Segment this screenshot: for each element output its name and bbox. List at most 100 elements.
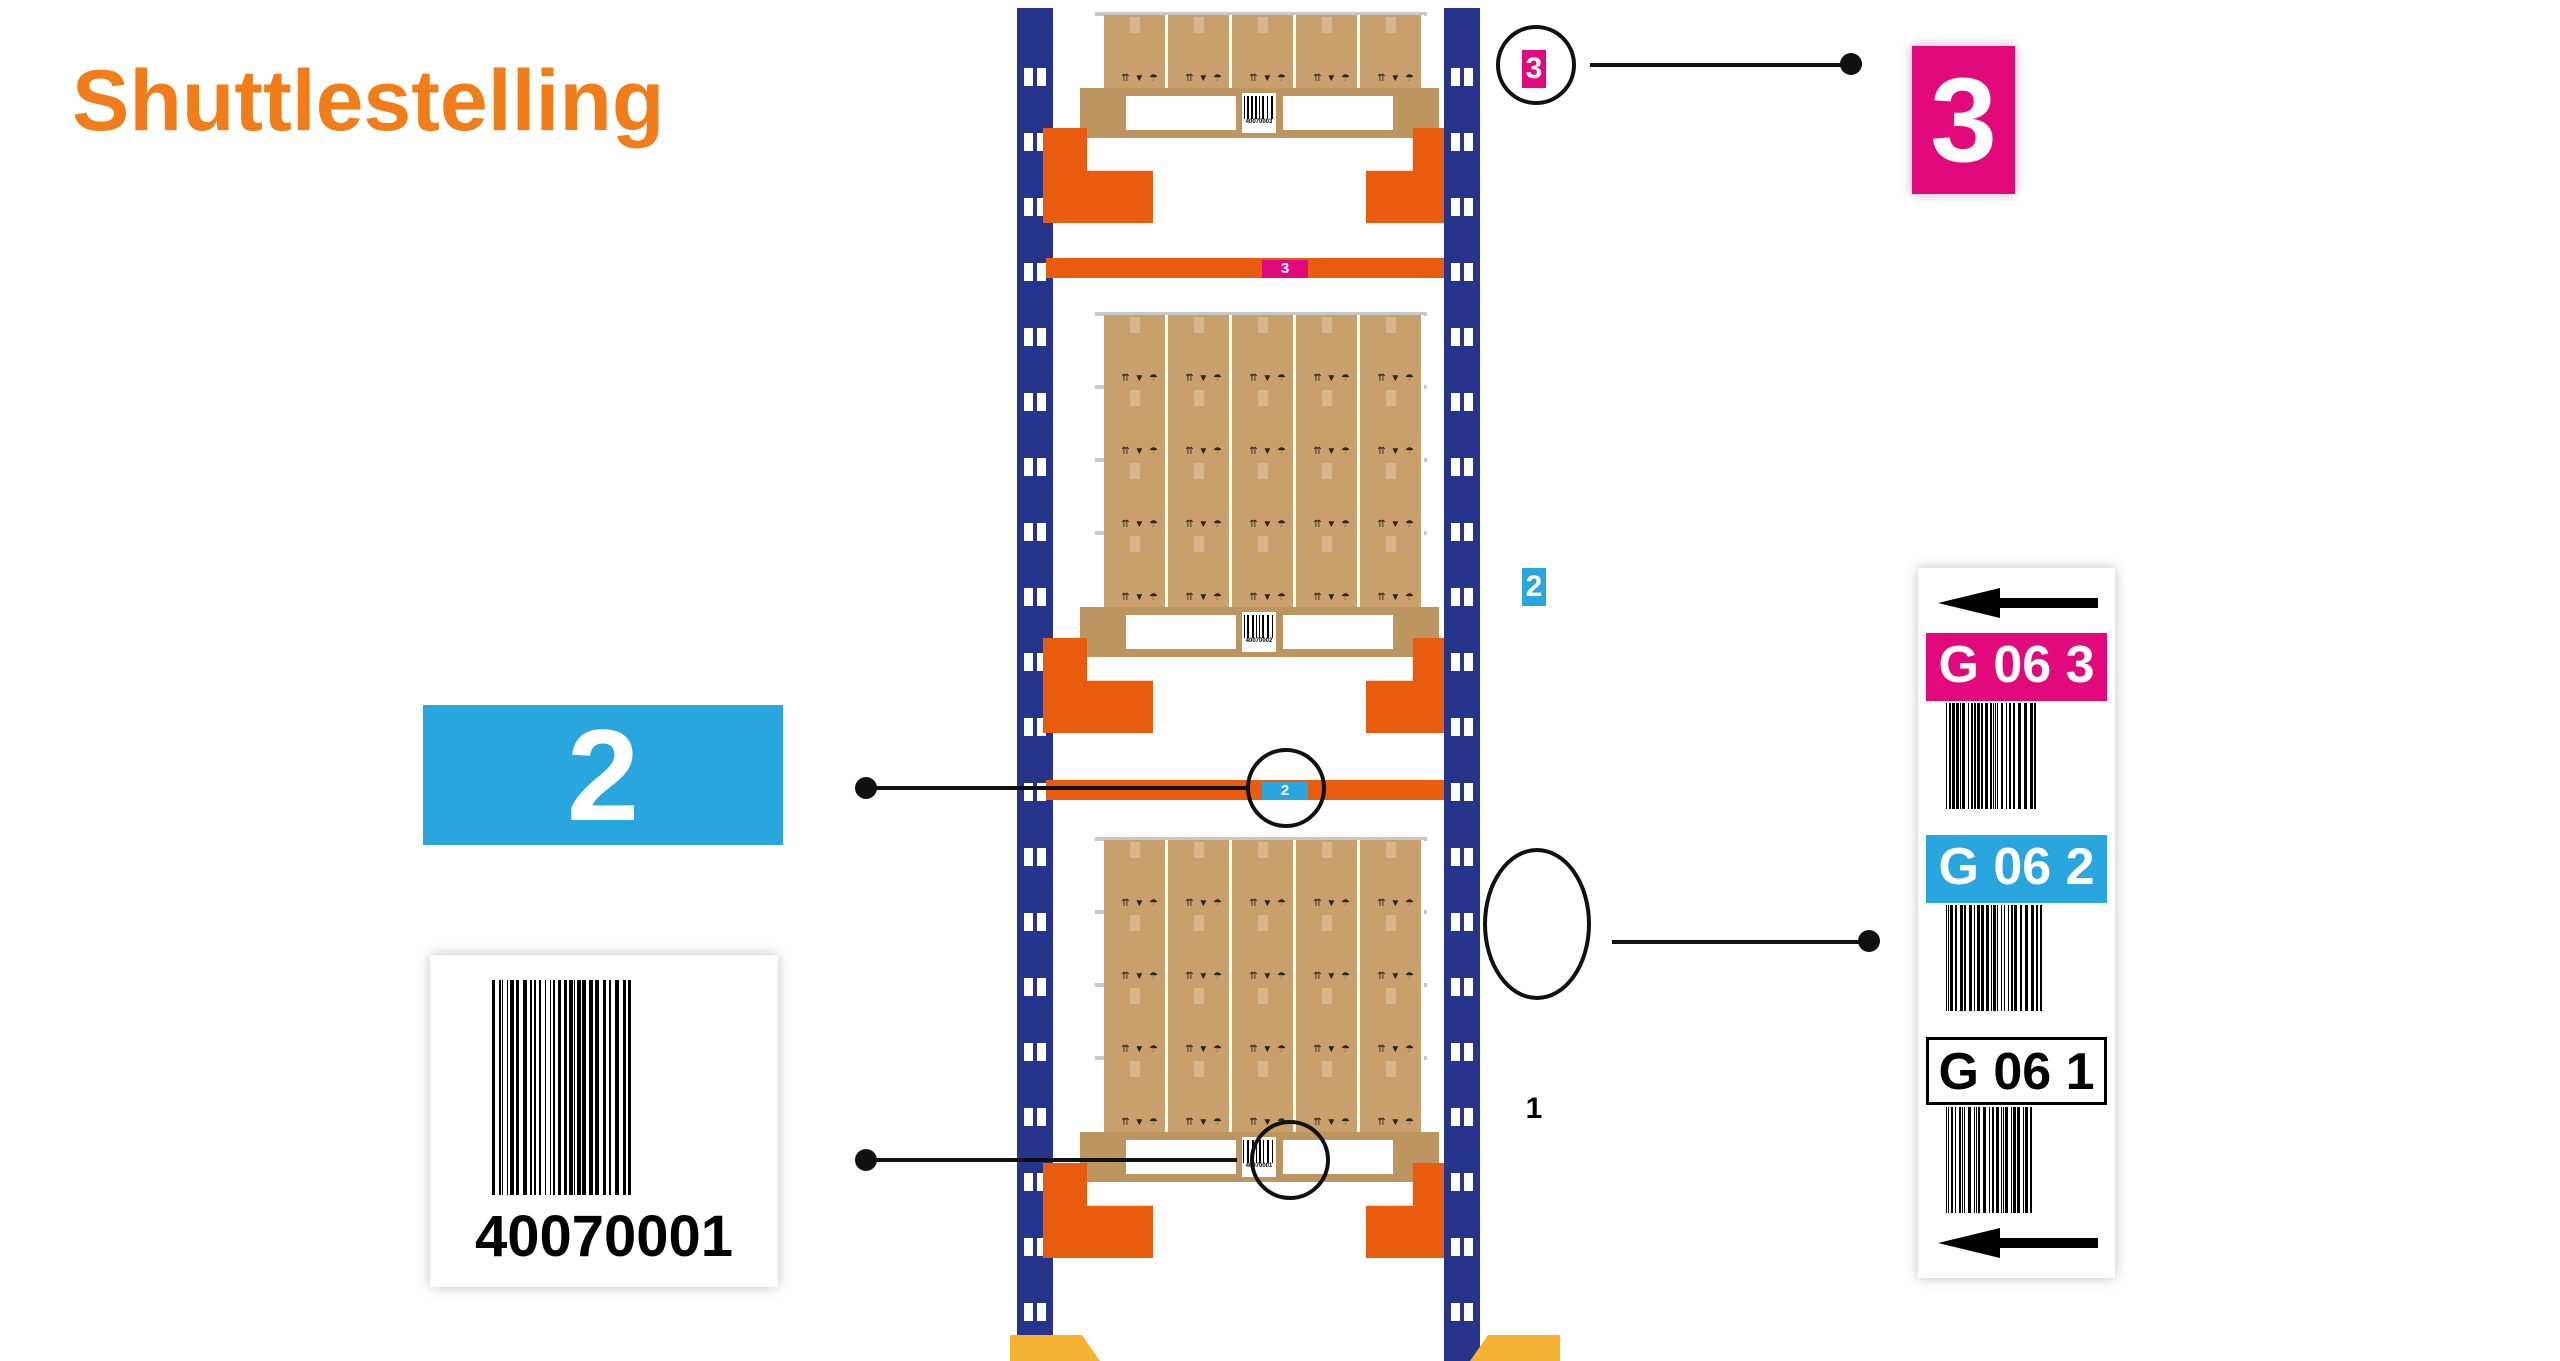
upright-slot — [1024, 198, 1033, 216]
upright-slot — [1464, 1303, 1473, 1321]
carton-box: ⇈ ▼ ☂ — [1296, 986, 1360, 1059]
barcode-bar — [2018, 703, 2021, 809]
layer-separator — [1095, 12, 1427, 16]
upright-slot — [1037, 328, 1046, 346]
carton-box: ⇈ ▼ ☂ — [1232, 388, 1296, 461]
handling-symbols-icon: ⇈ ▼ ☂ — [1121, 898, 1159, 909]
handling-symbols-icon: ⇈ ▼ ☂ — [1249, 446, 1287, 457]
barcode-bar — [2034, 703, 2036, 809]
upright-slot — [1451, 393, 1460, 411]
upright-slot — [1464, 1108, 1473, 1126]
carton-box: ⇈ ▼ ☂ — [1360, 1059, 1424, 1132]
box-tape — [1322, 17, 1332, 33]
box-tape — [1386, 1061, 1396, 1077]
handling-symbols-icon: ⇈ ▼ ☂ — [1377, 519, 1415, 530]
upright-slot — [1024, 913, 1033, 931]
upright-slot — [1024, 1043, 1033, 1061]
barcode-bar — [1997, 905, 1998, 1011]
upright-slot — [1024, 783, 1033, 801]
upright-slot — [1037, 263, 1046, 281]
upright-slot — [1464, 1173, 1473, 1191]
pallet-barcode-card: 40070001 — [430, 955, 778, 1287]
pallet-barcode-number: 40070002 — [1245, 638, 1273, 644]
barcode-bar — [1977, 703, 1980, 809]
barcode-bar — [2008, 905, 2009, 1011]
barcode-bar — [1976, 1107, 1977, 1213]
handling-symbols-icon: ⇈ ▼ ☂ — [1377, 373, 1415, 384]
callout-dot — [1840, 53, 1862, 75]
pallet: 40070002 — [1080, 607, 1439, 657]
box-tape — [1386, 390, 1396, 406]
carton-box: ⇈ ▼ ☂ — [1104, 388, 1168, 461]
callout-line — [865, 1158, 1237, 1162]
barcode-bar — [2004, 905, 2005, 1011]
carton-box: ⇈ ▼ ☂ — [1360, 461, 1424, 534]
upright-slot — [1037, 588, 1046, 606]
barcode-bar — [1247, 1140, 1249, 1163]
pallet-barcode-number: 40070003 — [1245, 119, 1273, 125]
barcode-bar — [1971, 703, 1973, 809]
box-tape — [1322, 536, 1332, 552]
footplate-left — [1010, 1335, 1100, 1361]
upright-slot — [1037, 133, 1046, 151]
carton-box: ⇈ ▼ ☂ — [1296, 840, 1360, 913]
barcode-bar — [1993, 905, 1996, 1011]
barcode-bar — [1247, 615, 1249, 638]
box-tape — [1322, 988, 1332, 1004]
handling-symbols-icon: ⇈ ▼ ☂ — [1121, 73, 1159, 84]
barcode-bar — [1978, 1107, 1980, 1213]
upright-slot — [1451, 1303, 1460, 1321]
barcode-bar — [2025, 1107, 2028, 1213]
box-tape — [1258, 17, 1268, 33]
barcode-bar — [564, 980, 567, 1195]
handling-symbols-icon: ⇈ ▼ ☂ — [1249, 971, 1287, 982]
layer-separator — [1095, 312, 1427, 316]
handling-symbols-icon: ⇈ ▼ ☂ — [1377, 592, 1415, 603]
barcode-bar — [2005, 1107, 2008, 1213]
pallet-opening — [1283, 96, 1393, 130]
upright-slot — [1451, 978, 1460, 996]
barcode-bar — [1247, 96, 1249, 119]
carton-box: ⇈ ▼ ☂ — [1232, 534, 1296, 607]
upright-slot — [1451, 913, 1460, 931]
barcode-bar — [1964, 905, 1966, 1011]
handling-symbols-icon: ⇈ ▼ ☂ — [1185, 519, 1223, 530]
barcode-bar — [2030, 1107, 2032, 1213]
upright-slot — [1464, 783, 1473, 801]
carton-box: ⇈ ▼ ☂ — [1360, 840, 1424, 913]
barcode-bar — [1251, 96, 1253, 119]
location-barcode — [1946, 703, 2091, 809]
barcode-bar — [2011, 905, 2013, 1011]
upright-slot — [1037, 783, 1046, 801]
barcode-bar — [1981, 905, 1984, 1011]
handling-symbols-icon: ⇈ ▼ ☂ — [1121, 592, 1159, 603]
beam-level-tag-3: 3 — [1262, 260, 1308, 278]
barcode-bar — [1964, 1107, 1965, 1213]
barcode-bar — [1974, 1107, 1975, 1213]
pallet-barcode-label: 40070003 — [1242, 93, 1276, 133]
upright-slot — [1464, 133, 1473, 151]
barcode-bar — [2013, 703, 2015, 809]
barcode-bar — [1946, 703, 1947, 809]
location-code: G 06 3 — [1926, 633, 2107, 701]
callout-circle-level-2 — [1246, 748, 1326, 828]
handling-symbols-icon: ⇈ ▼ ☂ — [1377, 446, 1415, 457]
box-tape — [1194, 988, 1204, 1004]
location-barcode — [1946, 905, 2091, 1011]
box-tape — [1322, 390, 1332, 406]
upright-slot — [1037, 1303, 1046, 1321]
barcode-bar — [574, 980, 575, 1195]
box-tape — [1322, 1061, 1332, 1077]
barcode-bar — [1271, 96, 1273, 119]
upright-slot — [1037, 653, 1046, 671]
barcode-bar — [1974, 703, 1976, 809]
upright-slot — [1037, 913, 1046, 931]
upright-slot — [1024, 588, 1033, 606]
upright-slot — [1451, 133, 1460, 151]
barcode-graphic — [492, 980, 717, 1195]
rail-beam-level-2 — [1046, 780, 1444, 800]
barcode-bar — [1969, 905, 1972, 1011]
box-tape — [1386, 317, 1396, 333]
callout-dot — [1858, 930, 1880, 952]
